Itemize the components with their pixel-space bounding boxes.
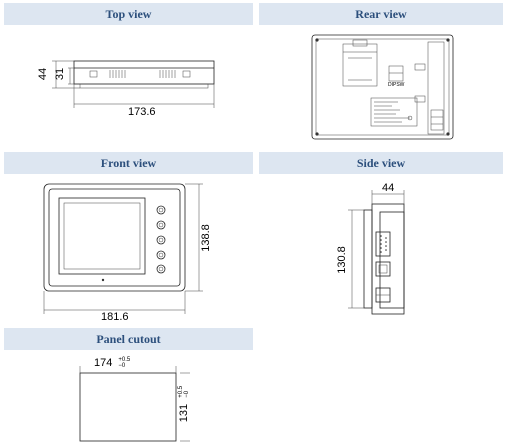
front-view-title: Front view (4, 152, 253, 174)
side-view-dim-44: 44 (382, 182, 395, 194)
panel-cutout-dim-131: 131 +0.5 −0 (178, 386, 190, 422)
rear-view-dipsw-label: DIPSW (388, 82, 405, 88)
front-view-dim-181-6: 181.6 (101, 311, 129, 323)
panel-cutout-width-tol-minus: −0 (118, 363, 126, 370)
panel-cutout-width: 174 (94, 357, 113, 369)
panel-cutout-width-tol-plus: +0.5 (118, 357, 131, 364)
rear-view-title: Rear view (259, 3, 503, 25)
top-view-dim-173-6: 173.6 (128, 106, 156, 118)
panel-cutout-title: Panel cutout (4, 328, 253, 350)
top-view-title: Top view (4, 3, 253, 25)
panel-cutout-dim-174: 174 +0.5 −0 (94, 357, 130, 369)
panel-cutout-height: 131 (178, 403, 191, 423)
panel-cutout-height-tol-minus: −0 (184, 390, 191, 398)
side-view-title: Side view (259, 152, 503, 174)
